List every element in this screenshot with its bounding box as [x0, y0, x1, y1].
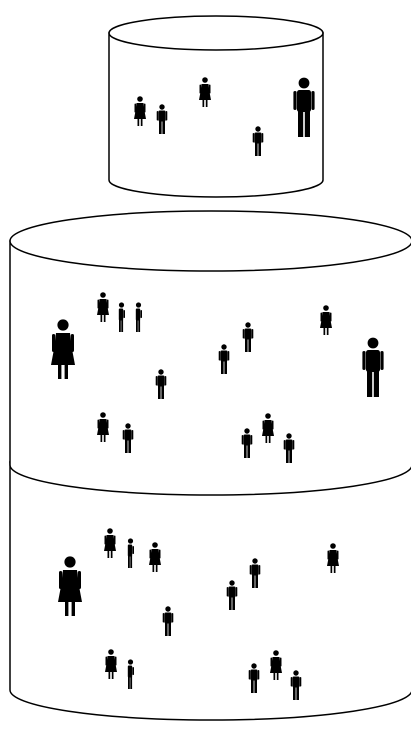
top-cylinder — [109, 16, 323, 197]
middle-cylinder-body — [10, 241, 411, 495]
top-cylinder-top-rim — [109, 16, 323, 50]
middle-cylinder — [10, 211, 411, 495]
middle-cylinder-top-rim — [10, 211, 411, 271]
